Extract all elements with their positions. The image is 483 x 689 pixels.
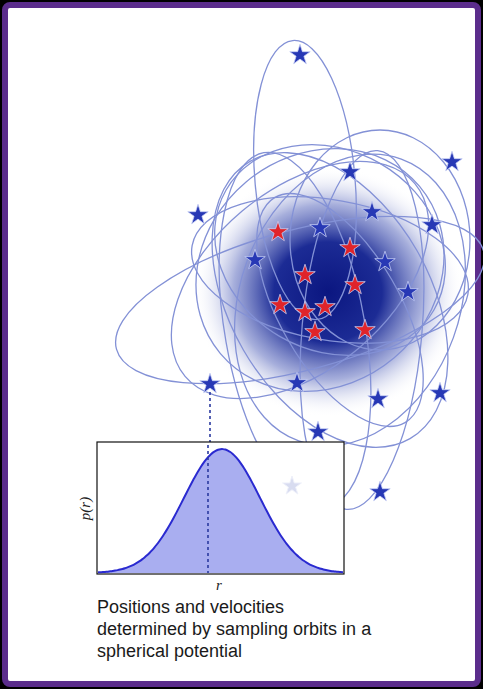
y-axis-label: p(r) (78, 496, 93, 519)
orbit-path (98, 183, 483, 417)
inner-star (340, 237, 360, 256)
gaussian-fill (98, 449, 343, 573)
outer-star (398, 281, 418, 300)
outer-star (368, 388, 388, 407)
outer-star (245, 249, 265, 268)
orbit-path (127, 115, 473, 446)
outer-star (422, 214, 442, 233)
inner-star (295, 301, 315, 320)
orbit-path (223, 167, 457, 452)
plot-frame (97, 442, 344, 574)
inner-star (315, 296, 335, 315)
inner-star (295, 264, 315, 283)
outer-star (308, 421, 328, 440)
inner-star (355, 319, 375, 338)
outer-star (340, 161, 360, 180)
orbit-path (146, 98, 483, 441)
outer-star (200, 373, 220, 392)
outer-star (290, 44, 310, 63)
outer-star (287, 372, 307, 391)
outer-star (442, 151, 462, 170)
outer-star (310, 217, 330, 236)
orbit-path (176, 103, 483, 396)
inner-star (270, 294, 290, 313)
frame (5, 5, 478, 684)
inner-star (268, 221, 288, 240)
caption: Positions and velocities determined by s… (97, 596, 372, 662)
inner-star (305, 321, 325, 340)
outer-star (430, 382, 450, 401)
dashed-leader (207, 445, 209, 573)
x-axis-label: r (216, 578, 222, 593)
inner-star (345, 274, 365, 293)
faded-star (283, 476, 302, 494)
outer-star (375, 251, 395, 270)
outer-star (370, 481, 390, 500)
outer-star (188, 204, 208, 223)
gaussian-curve (98, 449, 343, 572)
outer-star (362, 201, 382, 220)
